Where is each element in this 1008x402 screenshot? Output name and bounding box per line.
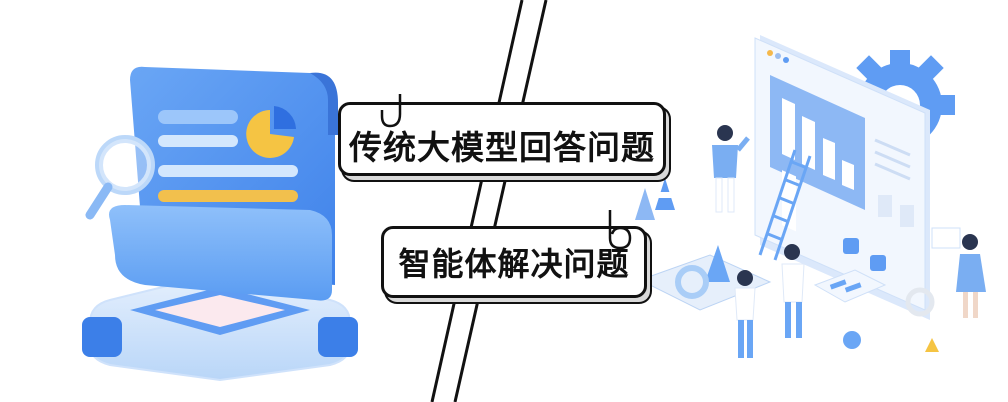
pie-chart-icon xyxy=(246,110,294,158)
person-icon xyxy=(712,125,750,213)
person-icon xyxy=(781,244,805,338)
document-illustration xyxy=(82,66,358,382)
agent-text: 智能体解决问题 xyxy=(398,245,630,283)
agent-label: 智能体解决问题 xyxy=(381,226,647,298)
person-icon xyxy=(734,270,756,358)
traditional-llm-label: 传统大模型回答问题 xyxy=(338,102,666,176)
hook-icon xyxy=(608,210,632,250)
ladder-icon xyxy=(758,149,812,261)
magnifier-icon xyxy=(85,135,155,220)
traditional-llm-text: 传统大模型回答问题 xyxy=(349,128,655,167)
dashboard-illustration xyxy=(635,35,986,358)
person-icon xyxy=(931,227,986,318)
hook-icon xyxy=(380,94,402,128)
cone-icon xyxy=(635,178,730,282)
